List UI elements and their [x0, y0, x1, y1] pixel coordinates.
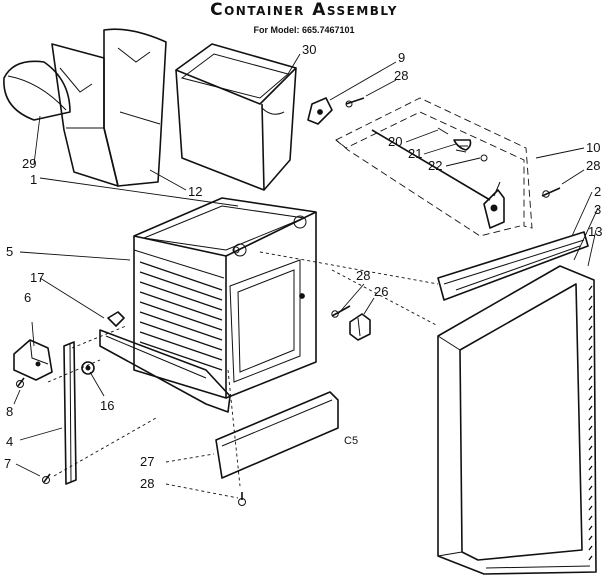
- callout-16: 16: [100, 398, 114, 413]
- part-12-bag: [51, 28, 167, 187]
- part-29-lid: [3, 60, 71, 121]
- model-number: For Model: 665.7467101: [253, 25, 355, 35]
- drawing-code: C5: [344, 435, 358, 447]
- part-16-bumper: [81, 361, 95, 375]
- callout-10: 10: [586, 140, 600, 155]
- callout-1: 1: [30, 172, 37, 187]
- part-10-hinge: [483, 181, 505, 229]
- part-20-rod: [371, 127, 491, 201]
- callout-2: 2: [594, 184, 601, 199]
- screw-28-latch: [331, 305, 351, 318]
- diagram-title: Container Assembly: [210, 0, 398, 20]
- screw-28-right: [541, 187, 561, 198]
- part-3-door-frame: [437, 265, 597, 575]
- callout-21: 21: [408, 146, 422, 161]
- callout-29: 29: [22, 156, 36, 171]
- callout-28-latch: 28: [356, 268, 370, 283]
- part-6-bracket: [13, 339, 53, 381]
- callout-13: 13: [588, 224, 602, 239]
- part-17-clip: [107, 311, 125, 327]
- callout-28-top: 28: [394, 68, 408, 83]
- part-26-latch: [349, 313, 371, 341]
- callout-22: 22: [428, 158, 442, 173]
- callout-8: 8: [6, 404, 13, 419]
- callout-5: 5: [6, 244, 13, 259]
- callout-3: 3: [594, 202, 601, 217]
- callout-30: 30: [302, 42, 316, 57]
- callout-26: 26: [374, 284, 388, 299]
- callout-17: 17: [30, 270, 44, 285]
- callout-9: 9: [398, 50, 405, 65]
- part-9-bracket: [307, 97, 365, 125]
- callout-27: 27: [140, 454, 154, 469]
- callout-6: 6: [24, 290, 31, 305]
- callout-7: 7: [4, 456, 11, 471]
- part-2-rail: [437, 231, 589, 301]
- part-5-container-frame: [99, 197, 317, 413]
- part-4-strip: [63, 341, 77, 485]
- screw-8: [16, 377, 25, 388]
- callout-28-bottom: 28: [140, 476, 154, 491]
- screw-28-bottom: [238, 492, 246, 506]
- screw-7: [42, 473, 51, 484]
- part-30-liner: [175, 43, 297, 191]
- rod-assembly-frame: [335, 97, 533, 229]
- part-27-panel: [215, 391, 339, 479]
- callout-12: 12: [188, 184, 202, 199]
- callout-28-right: 28: [586, 158, 600, 173]
- callout-4: 4: [6, 434, 13, 449]
- callout-20: 20: [388, 134, 402, 149]
